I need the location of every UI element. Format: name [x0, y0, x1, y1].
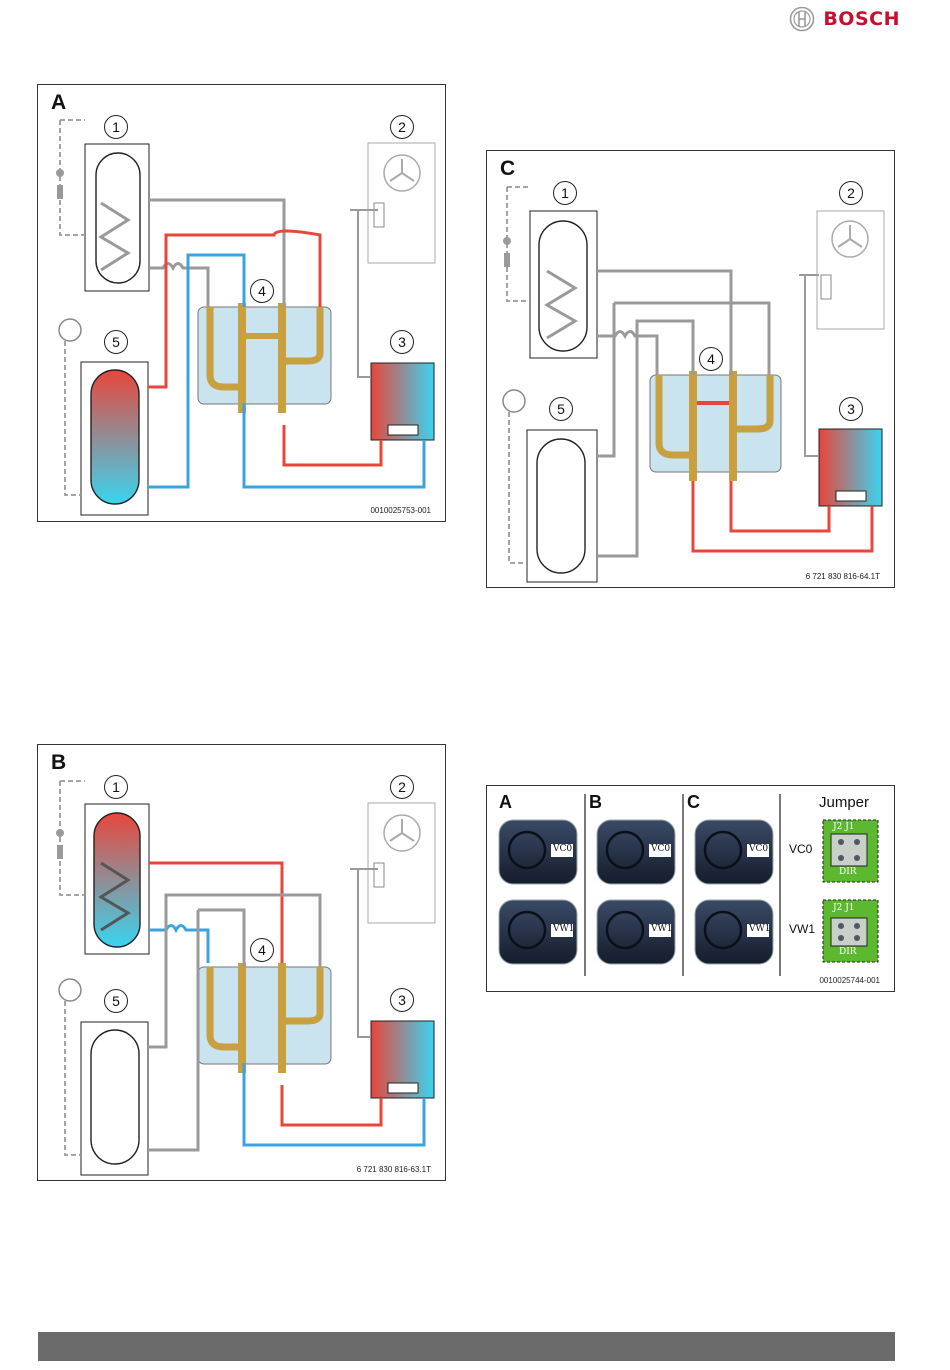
panel-b-letter: B [51, 751, 66, 775]
diagram-a-drawing [38, 85, 447, 523]
column-a-letter: A [499, 792, 512, 813]
label-2: 2 [390, 775, 414, 799]
actuator-jumper-panel: A B C Jumper VC0 VC0 VC0 VW1 VW1 VW1 VC0… [486, 785, 895, 992]
label-1: 1 [104, 115, 128, 139]
jumper-title: Jumper [819, 794, 869, 811]
panel-d-code: 0010025744-001 [819, 976, 880, 985]
diagram-c-drawing [487, 151, 896, 589]
jumper-pins-bottom: DIR [839, 867, 857, 877]
diagram-panel-c: C 1 2 3 4 5 6 721 830 816-64.1T [486, 150, 895, 588]
label-3: 3 [390, 988, 414, 1012]
brand-name: BOSCH [823, 8, 900, 30]
panel-c-letter: C [500, 157, 515, 181]
diagram-panel-a: A 1 2 3 4 5 0010025753-001 [37, 84, 446, 522]
label-3: 3 [390, 330, 414, 354]
bosch-logo: BOSCH [789, 6, 900, 32]
label-5: 5 [104, 330, 128, 354]
actuator-drawing [487, 786, 896, 993]
jumper-pins-bottom: DIR [839, 947, 857, 957]
jumper-pins-top: J2 J1 [833, 822, 855, 832]
column-b-letter: B [589, 792, 602, 813]
panel-a-letter: A [51, 91, 66, 115]
panel-b-code: 6 721 830 816-63.1T [357, 1165, 431, 1174]
jumper-pins-top: J2 J1 [833, 903, 855, 913]
actuator-label: VW1 [651, 924, 672, 934]
diagram-panel-b: B 1 2 3 4 5 6 721 830 816-63.1T [37, 744, 446, 1181]
actuator-label: VC0 [651, 844, 670, 854]
actuator-label: VW1 [553, 924, 574, 934]
diagram-b-drawing [38, 745, 447, 1182]
label-3: 3 [839, 397, 863, 421]
label-5: 5 [104, 989, 128, 1013]
jumper-row-label-vw1: VW1 [789, 922, 815, 936]
label-2: 2 [390, 115, 414, 139]
column-c-letter: C [687, 792, 700, 813]
label-5: 5 [549, 397, 573, 421]
bosch-armature-icon [789, 6, 815, 32]
label-2: 2 [839, 181, 863, 205]
label-1: 1 [104, 775, 128, 799]
actuator-label: VC0 [553, 844, 572, 854]
label-4: 4 [250, 938, 274, 962]
label-4: 4 [250, 279, 274, 303]
panel-a-code: 0010025753-001 [370, 506, 431, 515]
label-4: 4 [699, 347, 723, 371]
label-1: 1 [553, 181, 577, 205]
panel-c-code: 6 721 830 816-64.1T [806, 572, 880, 581]
actuator-label: VC0 [749, 844, 768, 854]
footer-bar [38, 1332, 895, 1361]
actuator-label: VW1 [749, 924, 770, 934]
jumper-row-label-vc0: VC0 [789, 842, 812, 856]
